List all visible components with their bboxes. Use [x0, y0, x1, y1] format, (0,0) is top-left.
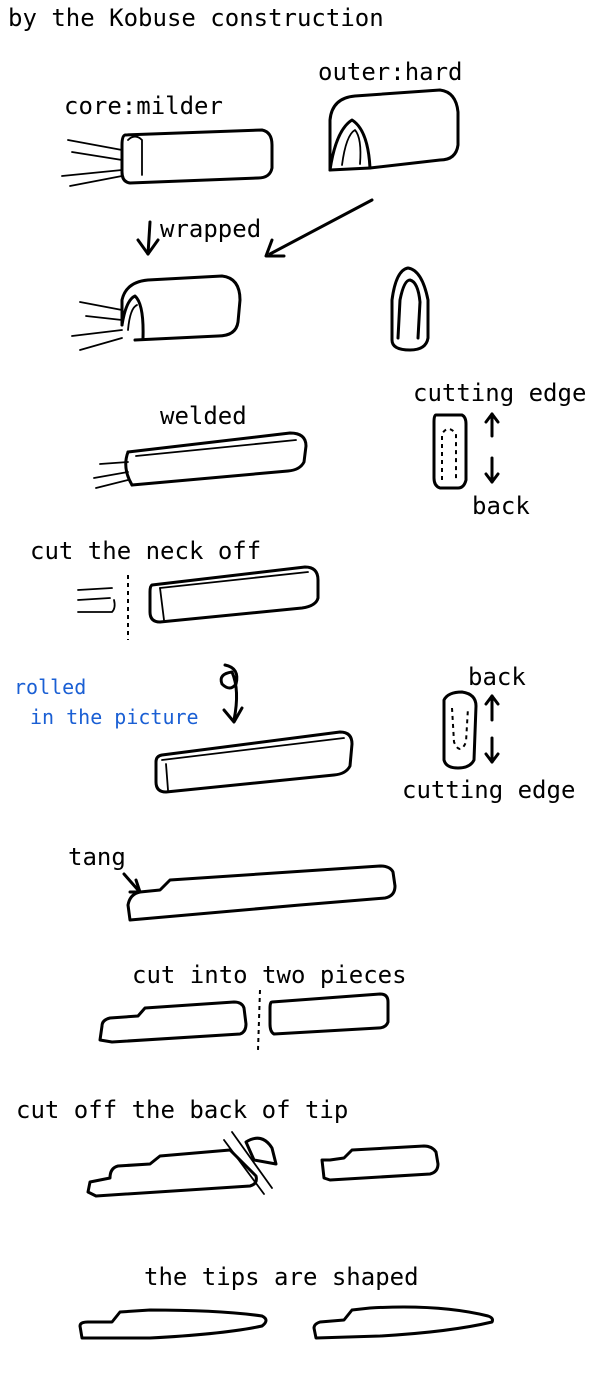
label-cut-neck: cut the neck off	[30, 537, 262, 565]
tang-drawing	[122, 864, 397, 922]
label-cutting-edge-2: cutting edge	[402, 776, 576, 804]
label-cut-two: cut into two pieces	[132, 961, 407, 989]
wrapped-cross-section	[390, 266, 430, 352]
label-cutting-edge-1: cutting edge	[413, 379, 587, 407]
wrapped-assembly-drawing	[71, 274, 242, 351]
label-welded: welded	[160, 402, 247, 430]
label-core: core:milder	[64, 92, 223, 120]
label-outer: outer:hard	[318, 58, 463, 86]
core-bar-drawing	[61, 128, 274, 187]
rolled-arrow	[219, 663, 244, 724]
rolled-bar-drawing	[154, 730, 354, 794]
label-back-2: back	[468, 663, 526, 691]
label-cut-back-tip: cut off the back of tip	[16, 1096, 349, 1124]
label-tips-shaped: the tips are shaped	[144, 1263, 419, 1291]
wrapped-arrows	[136, 198, 374, 258]
cut-back-tip-drawing	[86, 1131, 440, 1198]
cut-two-drawing	[98, 989, 390, 1051]
label-wrapped: wrapped	[160, 215, 262, 243]
welded-cross-section	[432, 412, 500, 490]
label-rolled-2: in the picture	[30, 705, 199, 729]
diagram-title: by the Kobuse construction	[8, 4, 384, 32]
label-tang: tang	[68, 843, 126, 871]
outer-channel-drawing	[328, 88, 460, 172]
label-back-1: back	[472, 492, 530, 520]
tips-shaped-drawing	[78, 1305, 494, 1340]
rolled-cross-section	[442, 690, 500, 770]
cut-neck-drawing	[77, 565, 320, 640]
welded-bar-drawing	[93, 431, 308, 489]
label-rolled-1: rolled	[14, 675, 87, 699]
